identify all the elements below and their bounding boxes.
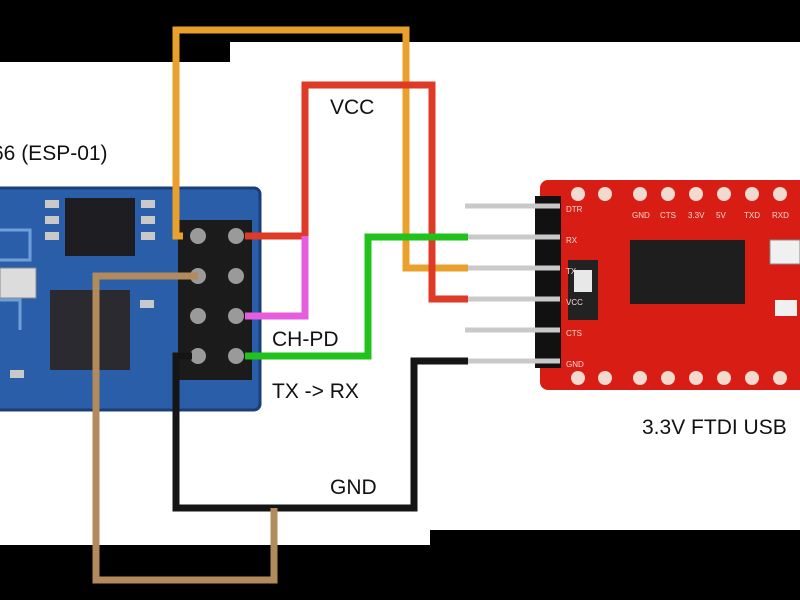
ftdi-header-labels: GND CTS 3.3V 5V TXD RXD [632,211,789,220]
crystal [0,267,37,299]
silk-pin-5: CTS [566,329,582,338]
tx-rx-wire [245,233,468,360]
silk-top-5: TXD [744,211,760,220]
esp8266-chip [50,290,130,370]
flash-chip [65,198,135,256]
ftdi-pads-top [571,187,787,201]
silk-pin-6: GND [566,360,584,369]
silk-top-1: GND [632,211,650,220]
ftdi-pads-bottom [571,371,787,385]
gnd-wire [172,352,468,512]
esp-module-label: 66 (ESP-01) [0,142,108,165]
ch-pd-label: CH-PD [272,328,339,351]
ftdi-board-label: 3.3V FTDI USB [642,416,787,439]
ch-pd-wire [245,236,309,320]
gnd-label: GND [330,476,377,499]
ftdi-board: DTR RX TX VCC CTS GND GND CTS 3.3V 5V TX… [465,180,800,390]
brown-wire [92,272,278,584]
silk-pin-4: VCC [566,298,583,307]
ftdi-pin-header [465,196,561,368]
vcc-label: VCC [330,96,374,119]
silk-top-6: RXD [772,211,789,220]
background-panel [0,42,800,545]
silk-top-3: 3.3V [688,211,705,220]
vcc-wire [245,81,468,303]
esp01-module [0,186,262,412]
silk-pin-1: DTR [566,205,583,214]
silk-pin-2: RX [566,236,578,245]
silk-pin-3: TX [566,267,577,276]
silk-top-4: 5V [716,211,726,220]
ftdi-pin-row-labels: DTR RX TX VCC CTS GND [566,205,584,369]
silk-top-2: CTS [660,211,676,220]
orange-wire [172,26,468,272]
ftdi-chip [630,240,745,304]
tx-rx-label: TX -> RX [272,380,359,403]
